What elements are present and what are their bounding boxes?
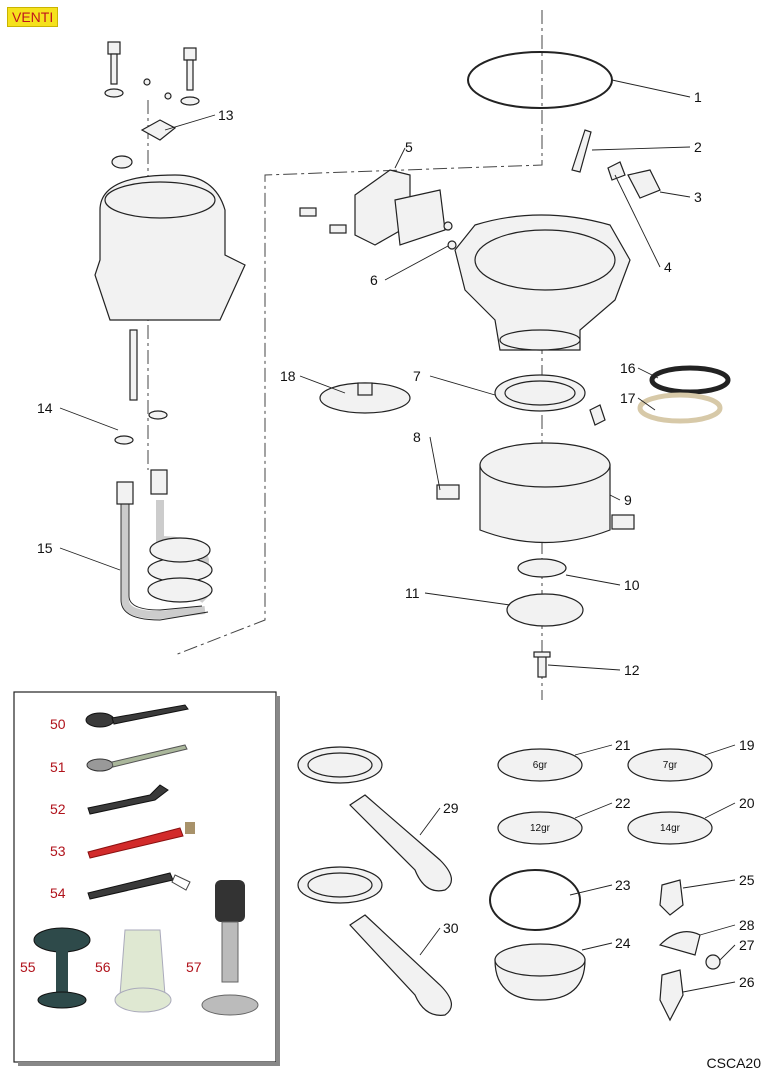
part-label: 3 (694, 189, 702, 205)
part-label: 13 (218, 107, 234, 123)
accessory-label: 57 (186, 959, 202, 975)
diagram-code: CSCA20 (706, 1055, 761, 1071)
part-label: 28 (739, 917, 755, 933)
part-label: 26 (739, 974, 755, 990)
part-label: 19 (739, 737, 755, 753)
part-label: 16 (620, 360, 636, 376)
part-label: 1 (694, 89, 702, 105)
accessories-box: 50 51 52 53 54 55 56 57 (13, 691, 280, 1066)
part-label: 5 (405, 139, 413, 155)
basket-12gr-label: 12gr (530, 823, 551, 834)
part-label: 24 (615, 935, 631, 951)
accessory-label: 50 (50, 716, 66, 732)
part-label: 9 (624, 492, 632, 508)
part-label: 10 (624, 577, 640, 593)
part-label: 20 (739, 795, 755, 811)
accessory-label: 51 (50, 759, 66, 775)
part-label: 30 (443, 920, 459, 936)
part-label: 17 (620, 390, 636, 406)
model-badge: VENTI (7, 7, 59, 27)
accessory-label: 55 (20, 959, 36, 975)
part-label: 2 (694, 139, 702, 155)
part-label: 8 (413, 429, 421, 445)
basket-14gr-label: 14gr (660, 823, 681, 834)
part-label: 29 (443, 800, 459, 816)
part-label: 18 (280, 368, 296, 384)
accessory-label: 53 (50, 843, 66, 859)
part-label: 7 (413, 368, 421, 384)
accessory-label: 56 (95, 959, 111, 975)
group-head (299, 51, 731, 678)
boiler-group (94, 41, 246, 621)
basket-7gr-label: 7gr (663, 760, 678, 771)
part-label: 23 (615, 877, 631, 893)
part-label: 14 (37, 400, 53, 416)
part-label: 11 (405, 585, 420, 601)
part-label: 25 (739, 872, 755, 888)
part-labels: 1 2 3 4 5 6 7 8 9 10 11 12 13 14 15 16 1… (37, 89, 755, 990)
basket-6gr-label: 6gr (533, 760, 548, 771)
part-label: 4 (664, 259, 672, 275)
assembly-axis (174, 10, 543, 656)
part-label: 27 (739, 937, 755, 953)
part-label: 22 (615, 795, 631, 811)
portafilter-group: 6gr 7gr 12gr 14gr (297, 746, 721, 1022)
part-label: 21 (615, 737, 631, 753)
part-label: 6 (370, 272, 378, 288)
leader-lines (59, 79, 736, 993)
part-label: 12 (624, 662, 640, 678)
accessory-label: 54 (50, 885, 66, 901)
part-label: 15 (37, 540, 53, 556)
accessory-label: 52 (50, 801, 66, 817)
